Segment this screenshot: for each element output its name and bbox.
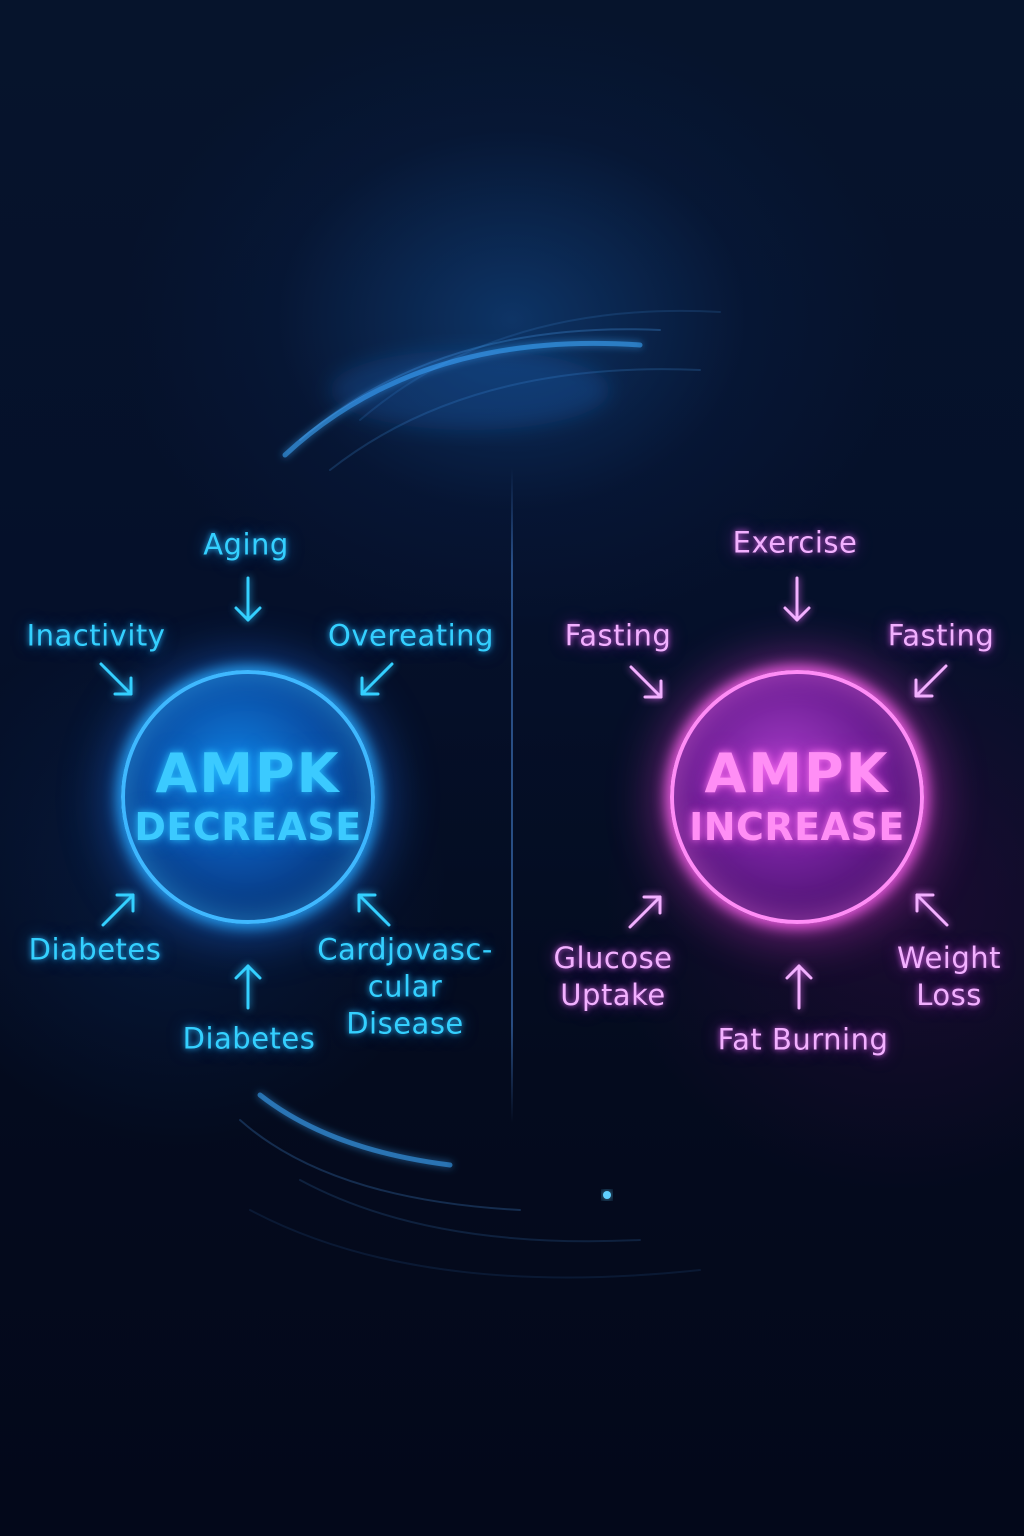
label-glucose-uptake: Glucose Uptake: [553, 941, 673, 1012]
label-diabetes-left: Diabetes: [28, 932, 162, 967]
arrow-down-icon: [234, 576, 262, 622]
label-diabetes-bottom: Diabetes: [182, 1021, 316, 1056]
arrow-down-right-icon: [99, 662, 133, 696]
arrow-down-left-icon: [360, 662, 394, 696]
center-divider: [511, 468, 513, 1123]
increase-circle-subtitle: INCREASE: [689, 805, 905, 849]
arrow-up-right-icon: [628, 895, 662, 929]
ampk-increase-circle: AMPK INCREASE: [670, 670, 924, 924]
ampk-decrease-circle: AMPK DECREASE: [121, 670, 375, 924]
arrow-down-right-icon: [629, 665, 663, 699]
label-exercise: Exercise: [732, 525, 858, 560]
label-inactivity: Inactivity: [26, 618, 166, 653]
arrow-up-right-icon: [101, 893, 135, 927]
label-overeating: Overeating: [328, 618, 494, 653]
label-fat-burning: Fat Burning: [717, 1022, 889, 1057]
label-cardiovascular-disease: Cardjovasc- cular Disease: [317, 932, 493, 1041]
arrow-up-left-icon: [915, 893, 949, 927]
decrease-circle-subtitle: DECREASE: [134, 805, 362, 849]
arrow-up-icon: [785, 964, 813, 1010]
label-fasting-right: Fasting: [887, 618, 995, 653]
arrow-up-icon: [234, 964, 262, 1010]
label-weight-loss: Weight Loss: [896, 941, 1002, 1012]
arrow-up-left-icon: [357, 893, 391, 927]
label-aging: Aging: [203, 527, 289, 562]
arrow-down-icon: [783, 576, 811, 622]
arrow-down-left-icon: [914, 664, 948, 698]
increase-circle-title: AMPK: [704, 742, 890, 805]
label-fasting-left: Fasting: [564, 618, 672, 653]
decrease-circle-title: AMPK: [155, 742, 341, 805]
